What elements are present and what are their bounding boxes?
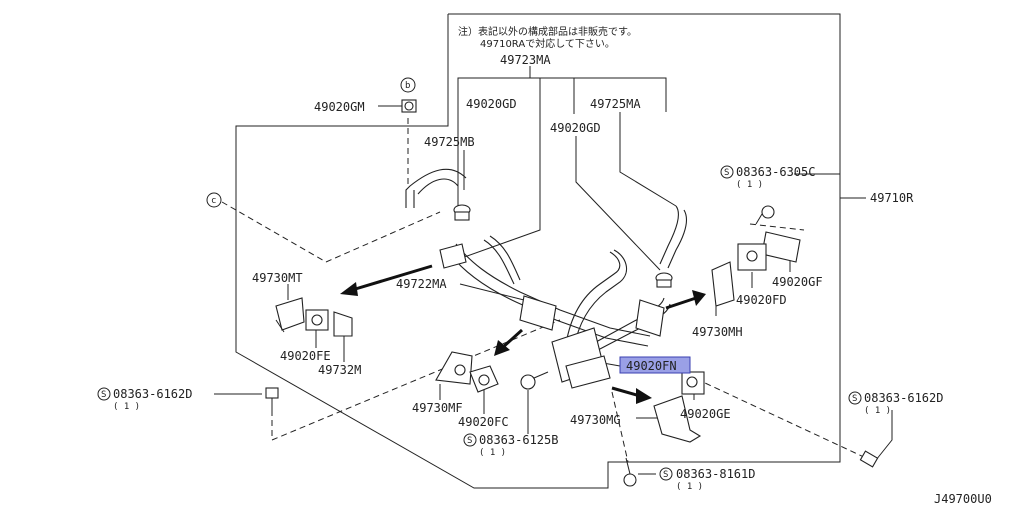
label-49020GE: 49020GE <box>680 407 731 421</box>
label-49020GF: 49020GF <box>772 275 823 289</box>
label-49725MB: 49725MB <box>424 135 475 149</box>
label-49020GM: 49020GM <box>314 100 365 114</box>
bolt-6162D-right <box>859 450 879 468</box>
label-6125B-code: 08363-6125B <box>479 433 558 447</box>
part-49020GE <box>681 371 705 395</box>
svg-text:S: S <box>852 394 857 404</box>
callout-8161D: S 08363-8161D ( 1 ) <box>659 467 755 492</box>
clamp-49020GM <box>401 99 417 113</box>
ref-line-gf <box>749 223 805 231</box>
arrow-down-center <box>494 328 524 356</box>
bolt-8161D <box>623 457 637 487</box>
bolt-6305C <box>755 205 775 225</box>
label-6162D-right-qty: ( 1 ) <box>864 406 891 416</box>
marker-c: c <box>206 192 222 208</box>
hose-49725MB <box>405 168 467 208</box>
label-6162D-left-qty: ( 1 ) <box>113 402 140 412</box>
part-49020GF <box>761 231 801 263</box>
part-49730MF <box>435 351 473 385</box>
leader-49725MA <box>619 112 677 207</box>
bolt-6125B <box>520 371 549 390</box>
pipe-curve-upper <box>565 249 628 349</box>
leader-b <box>455 78 541 261</box>
callout-6305C: S 08363-6305C ( 1 ) <box>720 165 815 190</box>
arrow-right-upper <box>665 290 706 310</box>
label-49020FD: 49020FD <box>736 293 787 307</box>
arrow-right-lower <box>611 386 652 404</box>
label-6125B-qty: ( 1 ) <box>479 448 506 458</box>
label-49020FN[interactable]: 49020FN <box>626 359 677 373</box>
leader-6162D-right <box>875 410 893 461</box>
svg-text:S: S <box>663 470 668 480</box>
arrow-left-upper <box>340 264 433 296</box>
leader-49020GD2 <box>575 136 661 271</box>
label-49732M: 49732M <box>318 363 361 377</box>
part-49732M <box>333 311 353 337</box>
label-49730MT: 49730MT <box>252 271 303 285</box>
svg-text:c: c <box>211 196 216 206</box>
boundary-frame <box>235 13 841 489</box>
part-49020FE <box>305 309 329 331</box>
label-49730MG: 49730MG <box>570 413 621 427</box>
part-49020FC <box>469 365 499 393</box>
label-6305C-code: 08363-6305C <box>736 165 815 179</box>
callout-6162D-right: S 08363-6162D ( 1 ) <box>848 391 943 416</box>
label-49020GD-2: 49020GD <box>550 121 601 135</box>
svg-text:S: S <box>467 436 472 446</box>
leader-49723MA <box>457 77 667 112</box>
label-49725MA: 49725MA <box>590 97 641 111</box>
part-49730MH <box>711 261 735 307</box>
part-49730MG <box>653 395 702 443</box>
note-line-2: 49710RAで対応して下さい。 <box>480 37 615 50</box>
marker-b: b <box>400 77 416 93</box>
callout-6162D-left: S 08363-6162D ( 1 ) <box>97 387 192 412</box>
label-49020GD-1: 49020GD <box>466 97 517 111</box>
label-49020FC: 49020FC <box>458 415 509 429</box>
ref-line-bottom <box>611 391 629 463</box>
bracket-right <box>635 299 665 337</box>
svg-text:b: b <box>405 81 410 91</box>
label-6162D-right-code: 08363-6162D <box>864 391 943 405</box>
label-6305C-qty: ( 1 ) <box>736 180 763 190</box>
bracket-main-left <box>439 243 467 269</box>
svg-text:S: S <box>101 390 106 400</box>
label-49730MF: 49730MF <box>412 401 463 415</box>
highlight-49020FN[interactable] <box>619 356 691 374</box>
bolt-6162D-left <box>265 387 279 412</box>
ref-line-c2 <box>325 211 441 263</box>
clamp-49020GD-1 <box>453 204 471 221</box>
part-49730MT <box>275 297 305 333</box>
ref-line-right <box>659 361 867 459</box>
callout-6125B: S 08363-6125B ( 1 ) <box>463 433 558 458</box>
label-49710R: 49710R <box>870 191 914 205</box>
diagram-id: J49700U0 <box>934 492 992 506</box>
bracket-center <box>519 295 611 389</box>
label-6162D-left-code: 08363-6162D <box>113 387 192 401</box>
label-49722MA: 49722MA <box>396 277 447 291</box>
part-49020FD <box>737 243 767 271</box>
label-49723MA: 49723MA <box>500 53 551 67</box>
pipe-branch-a <box>483 235 521 285</box>
leader-49722MA <box>459 283 525 301</box>
label-8161D-qty: ( 1 ) <box>676 482 703 492</box>
ref-line-lower <box>271 319 561 441</box>
label-49730MH: 49730MH <box>692 325 743 339</box>
label-8161D-code: 08363-8161D <box>676 467 755 481</box>
clamp-49020GD-2 <box>655 272 673 288</box>
ref-line-c <box>221 201 327 263</box>
label-49020FE: 49020FE <box>280 349 331 363</box>
note-line-1: 注）表記以外の構成部品は非販売です。 <box>458 25 637 38</box>
hose-49725MA <box>659 205 687 269</box>
svg-text:S: S <box>724 168 729 178</box>
